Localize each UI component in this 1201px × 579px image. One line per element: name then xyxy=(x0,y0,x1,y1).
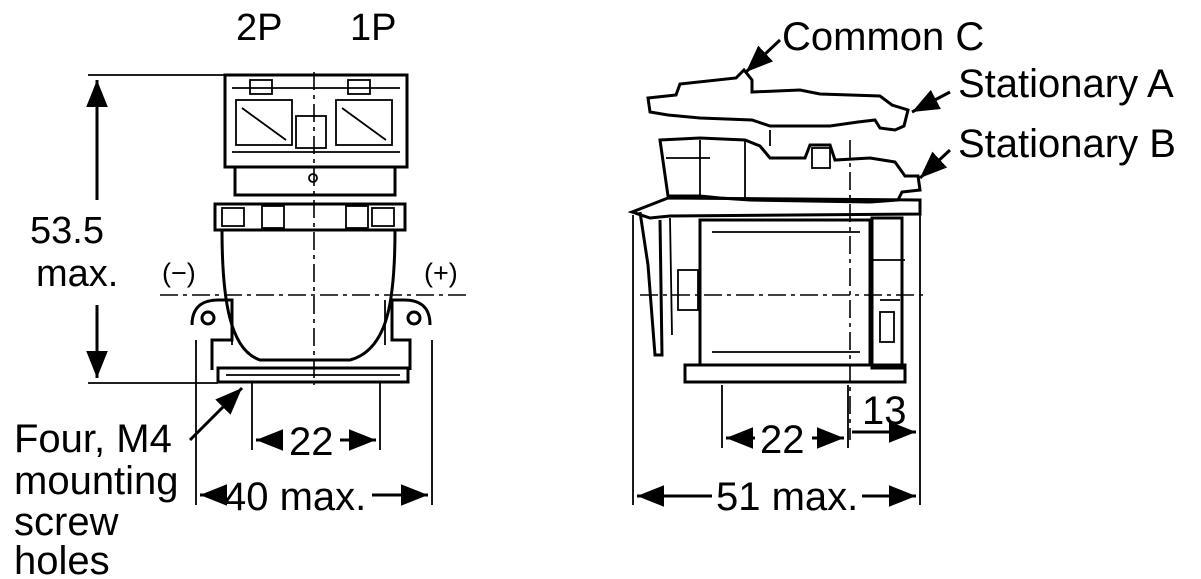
front-width-dimension: 40 max. xyxy=(195,340,433,519)
mounting-note-leader xyxy=(188,386,244,442)
front-mounting-bracket xyxy=(190,298,432,384)
side-offset-value: 13 xyxy=(862,389,907,433)
pole-label-1p: 1P xyxy=(350,7,396,49)
front-clamp-band xyxy=(213,202,407,232)
height-suffix: max. xyxy=(36,253,118,295)
common-c-label: Common C xyxy=(782,15,984,59)
mounting-hole-right xyxy=(406,310,422,326)
side-hole-spacing-value: 22 xyxy=(760,418,805,462)
mounting-note-line-1: Four, M4 xyxy=(14,417,172,461)
side-contact-assembly xyxy=(646,67,922,204)
mounting-note: Four, M4 mounting screw holes xyxy=(14,417,179,579)
mounting-note-line-4: holes xyxy=(14,539,110,579)
stationary-a-leader xyxy=(911,89,951,114)
pole-label-2p: 2P xyxy=(236,7,282,49)
side-coil xyxy=(683,216,907,384)
front-view: 2P 1P xyxy=(14,7,470,579)
side-hole-spacing-dimension: 22 xyxy=(721,385,849,462)
stationary-a-label: Stationary A xyxy=(958,62,1174,106)
side-bracket xyxy=(638,211,664,357)
stationary-b-label: Stationary B xyxy=(958,122,1176,166)
height-dimension: 53.5 max. xyxy=(30,74,225,384)
front-hole-spacing-value: 22 xyxy=(289,420,334,464)
front-hole-spacing-dimension: 22 xyxy=(251,383,381,464)
plus-terminal-label: (+) xyxy=(424,258,458,288)
common-c-leader xyxy=(744,38,782,74)
front-upper-body xyxy=(233,167,397,197)
side-depth-value: 51 max. xyxy=(716,475,858,519)
front-width-value: 40 max. xyxy=(224,475,366,519)
minus-terminal-label: (−) xyxy=(162,258,196,288)
side-offset-dimension: 13 xyxy=(852,200,921,505)
stationary-b-leader xyxy=(918,148,952,180)
front-terminal-block xyxy=(223,73,409,183)
mounting-note-line-2: mounting xyxy=(14,459,179,503)
side-depth-dimension: 51 max. xyxy=(632,215,916,519)
side-view: 22 13 51 max. Common C Stationary A Stat… xyxy=(627,15,1176,519)
mounting-hole-left xyxy=(200,310,216,326)
height-value: 53.5 xyxy=(30,210,104,252)
front-coil-body xyxy=(220,229,397,362)
mounting-note-line-3: screw xyxy=(14,500,119,544)
